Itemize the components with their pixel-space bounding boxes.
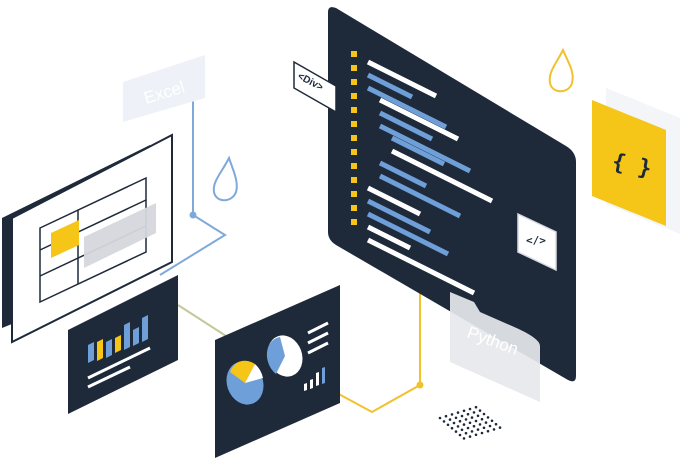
- dot: [476, 428, 480, 431]
- connector-blue-dot: [189, 211, 197, 219]
- pie-card-mini-bars: [304, 367, 325, 391]
- connector-yellow: [334, 290, 421, 414]
- dot: [454, 416, 458, 420]
- dot: [450, 413, 454, 416]
- pie-card-line-3: [307, 341, 329, 355]
- bar-chart-caption-line-2: [87, 365, 131, 389]
- bar-chart-card: [68, 275, 178, 414]
- bar-6: [133, 327, 139, 346]
- dot: [492, 428, 496, 431]
- dot: [480, 417, 484, 421]
- dot: [494, 422, 498, 426]
- dot: [484, 421, 488, 424]
- dot: [444, 414, 448, 418]
- excel-tag: Excel: [123, 55, 205, 122]
- dot: [486, 416, 490, 419]
- pie-card-line-1: [307, 321, 329, 335]
- dot: [472, 424, 476, 428]
- dot: [466, 426, 470, 430]
- dot: [464, 431, 468, 435]
- dot: [446, 423, 450, 427]
- dot: [450, 426, 454, 430]
- dot: [472, 411, 476, 414]
- pie-chart-left: [226, 360, 264, 405]
- dot-grid: [438, 405, 502, 440]
- dot: [476, 414, 480, 418]
- bar-1: [88, 342, 94, 363]
- dot: [464, 418, 468, 421]
- dot: [456, 411, 460, 414]
- dot: [498, 426, 502, 429]
- dot: [448, 418, 452, 421]
- drop-icon-left: [212, 155, 238, 202]
- pie-chart-right: [266, 335, 303, 377]
- dot: [454, 430, 458, 433]
- braces-card: { }: [592, 88, 680, 234]
- dot: [462, 437, 466, 440]
- dot: [480, 431, 484, 435]
- dot: [452, 421, 456, 425]
- spreadsheet-card: [2, 133, 173, 344]
- div-tag: <Div>: [293, 60, 337, 114]
- code-tag-icon-box: </>: [517, 212, 557, 272]
- dot: [474, 419, 478, 423]
- bar-chart-bars: [88, 315, 148, 363]
- dot: [490, 419, 494, 423]
- dot: [462, 409, 466, 413]
- dot: [462, 423, 466, 426]
- dot: [478, 423, 482, 426]
- dot: [460, 414, 464, 418]
- bar-chart-caption-line-1: [87, 346, 151, 380]
- dot: [474, 433, 478, 437]
- dot: [456, 425, 460, 428]
- dot: [474, 405, 478, 409]
- dot: [468, 435, 472, 438]
- dot: [438, 416, 442, 420]
- dot: [442, 420, 446, 423]
- bar-2: [97, 339, 103, 361]
- dot: [482, 426, 486, 430]
- pie-chart-card: [215, 285, 340, 458]
- bar-4: [115, 335, 121, 353]
- dot: [470, 416, 474, 419]
- bar-7: [142, 315, 148, 342]
- dot: [482, 412, 486, 416]
- spreadsheet-yellow-cell: [51, 220, 79, 258]
- dot: [470, 430, 474, 433]
- connector-lines: [159, 90, 424, 414]
- code-tag-icon: </>: [526, 234, 546, 247]
- bar-3: [106, 339, 112, 358]
- dot: [458, 419, 462, 423]
- connector-blue: [159, 90, 227, 276]
- dot: [486, 429, 490, 433]
- dot: [466, 412, 470, 416]
- dot: [458, 433, 462, 437]
- code-editor-card: [328, 7, 576, 382]
- dot: [488, 424, 492, 428]
- dot: [468, 407, 472, 411]
- pie-card-line-2: [307, 331, 329, 345]
- drop-icon-right: [548, 47, 574, 93]
- python-tag: Python: [450, 292, 540, 402]
- code-lines: [366, 59, 494, 296]
- connector-yellow-dot: [416, 381, 424, 389]
- dot: [478, 409, 482, 412]
- spreadsheet-highlight: [84, 203, 156, 268]
- dot: [468, 421, 472, 425]
- code-line-numbers: [351, 51, 357, 225]
- dot: [460, 428, 464, 432]
- bar-5: [124, 322, 130, 350]
